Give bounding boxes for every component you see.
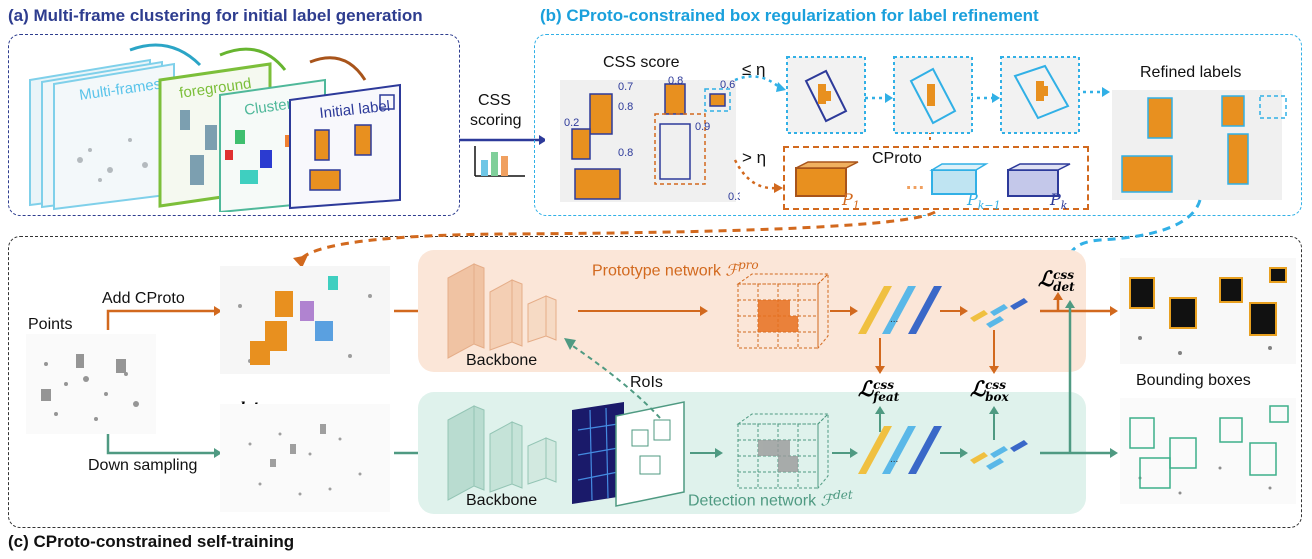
css-score-scene: 0.7 0.8 0.8 0.6 0.2 0.9 0.8 0.3 bbox=[560, 75, 740, 203]
bounding-boxes-label: Bounding boxes bbox=[1136, 372, 1251, 389]
css-scoring-line2: scoring bbox=[470, 112, 522, 129]
svg-text:...: ... bbox=[890, 454, 898, 465]
score-3: 0.6 bbox=[720, 79, 735, 91]
output-top-scene bbox=[1120, 258, 1296, 364]
box-outputs-bottom bbox=[970, 440, 1028, 470]
bar-chart-icon bbox=[474, 146, 525, 177]
detection-network-title: Detection network ℱdet bbox=[688, 488, 853, 510]
refined-labels-scene bbox=[1112, 90, 1287, 200]
voxel-grid-top bbox=[736, 272, 830, 350]
x-det-cloud bbox=[220, 404, 390, 512]
panel-c-title: (c) CProto-constrained self-training bbox=[8, 532, 295, 551]
score-7: 0.3 bbox=[728, 191, 740, 203]
feature-bars-bottom: ... bbox=[858, 426, 942, 474]
points-label: Points bbox=[28, 316, 73, 333]
score-0: 0.7 bbox=[618, 81, 633, 93]
score-6: 0.8 bbox=[618, 147, 633, 159]
multi-frames-stack bbox=[29, 58, 175, 211]
backbone-top-label: Backbone bbox=[466, 352, 538, 369]
score-4: 0.2 bbox=[564, 117, 579, 129]
rois-dashed-arrow bbox=[564, 338, 661, 419]
refinement-step-3 bbox=[1000, 56, 1080, 134]
css-score-label: CSS score bbox=[603, 54, 680, 71]
output-bottom-scene bbox=[1120, 398, 1296, 504]
css-scoring-graphic bbox=[459, 135, 545, 177]
prototype-p1-shape bbox=[795, 161, 859, 197]
prototype-shapes bbox=[795, 161, 1071, 197]
prototype-pk-shape bbox=[1007, 163, 1071, 197]
backbone-bottom-blocks bbox=[447, 405, 557, 501]
rois-frame bbox=[615, 401, 685, 507]
prototype-pk1-label: Pk−1 bbox=[967, 190, 1001, 213]
rois-label: RoIs bbox=[630, 374, 663, 391]
add-cproto-label: Add CProto bbox=[102, 290, 185, 307]
prototype-network-title: Prototype network ℱpro bbox=[592, 258, 759, 280]
feature-bars-top: ... bbox=[858, 286, 942, 334]
score-2: 0.8 bbox=[668, 75, 683, 87]
gt-eta-label: > η bbox=[742, 148, 767, 167]
refinement-step-2 bbox=[893, 56, 973, 134]
panel-a-title: (a) Multi-frame clustering for initial l… bbox=[8, 6, 423, 25]
cproto-box bbox=[783, 146, 1089, 210]
feature-map bbox=[572, 402, 624, 504]
x-pro-cloud bbox=[220, 266, 390, 374]
panel-a bbox=[8, 34, 460, 216]
points-cloud bbox=[26, 334, 156, 434]
score-1: 0.8 bbox=[618, 101, 633, 113]
le-eta-label: ≤ η bbox=[742, 60, 766, 79]
backbone-bottom-label: Backbone bbox=[466, 492, 538, 509]
refinement-step-1 bbox=[786, 56, 866, 134]
voxel-grid-bottom bbox=[736, 412, 830, 490]
prototype-pk-label: Pk bbox=[1050, 190, 1068, 213]
css-scoring-line1: CSS bbox=[478, 92, 511, 109]
prototype-dots: … bbox=[905, 172, 925, 194]
prototype-p1-label: P1 bbox=[842, 190, 860, 213]
score-5: 0.9 bbox=[695, 121, 710, 133]
panel-c bbox=[8, 236, 1302, 528]
refined-labels-title: Refined labels bbox=[1140, 64, 1242, 81]
panel-b-title: (b) CProto-constrained box regularizatio… bbox=[540, 6, 1039, 25]
panel-b bbox=[534, 34, 1302, 216]
box-outputs-top bbox=[970, 298, 1028, 328]
cproto-label: CProto bbox=[872, 150, 922, 167]
panel-a-illustration: Multi-frames foreground Clusters Initial… bbox=[29, 43, 401, 212]
prototype-pk1-shape bbox=[929, 163, 989, 195]
down-sampling-label: Down sampling bbox=[88, 457, 198, 474]
backbone-top-blocks bbox=[447, 263, 557, 359]
svg-text:...: ... bbox=[890, 314, 898, 325]
